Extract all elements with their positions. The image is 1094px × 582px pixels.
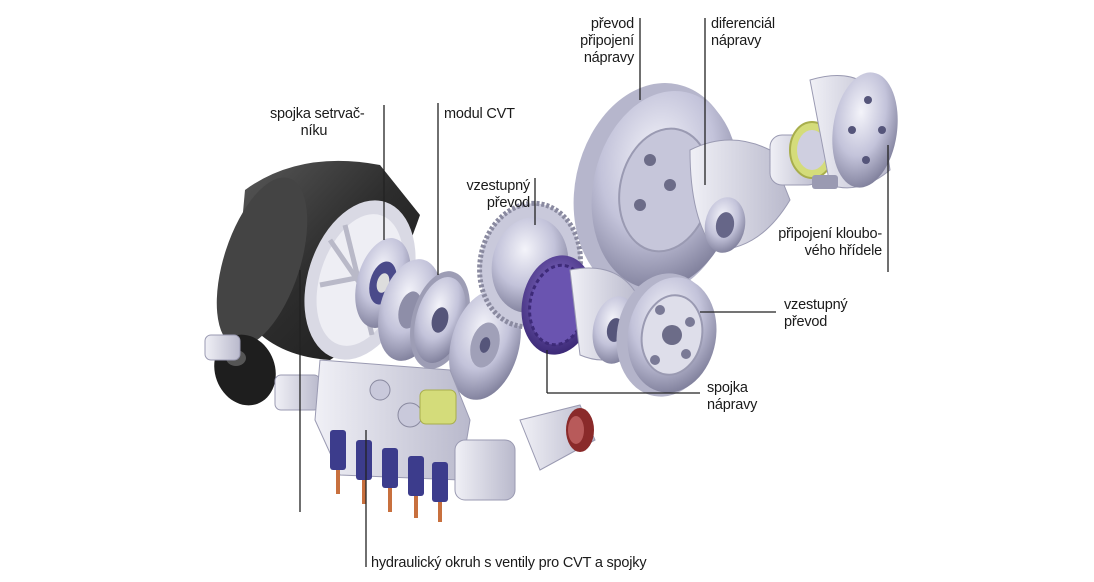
label-axle-clutch: spojka nápravy	[707, 380, 758, 413]
leader-lines	[299, 18, 889, 567]
axle-connection-gear	[573, 83, 739, 297]
label-driveshaft-connection: připojení kloubo- vého hřídele	[778, 226, 882, 259]
label-stepup-gear-right: vzestupný převod	[784, 297, 848, 330]
cvt-module	[378, 259, 521, 400]
differential	[689, 121, 835, 253]
label-axle-connection-gear: převod připojení nápravy	[580, 16, 634, 66]
label-differential: diferenciál nápravy	[711, 16, 775, 49]
label-hydraulic-circuit: hydraulický okruh s ventily pro CVT a sp…	[371, 555, 647, 571]
stepup-gear-right	[616, 273, 717, 397]
axle-clutch	[521, 255, 641, 364]
hydraulic-circuit	[204, 334, 596, 522]
driveshaft-connection	[809, 72, 898, 189]
label-stepup-gear-top: vzestupný převod	[466, 178, 531, 211]
label-flywheel-clutch: spojka setrvač- níku	[270, 106, 365, 139]
label-cvt-module: modul CVT	[444, 106, 515, 122]
